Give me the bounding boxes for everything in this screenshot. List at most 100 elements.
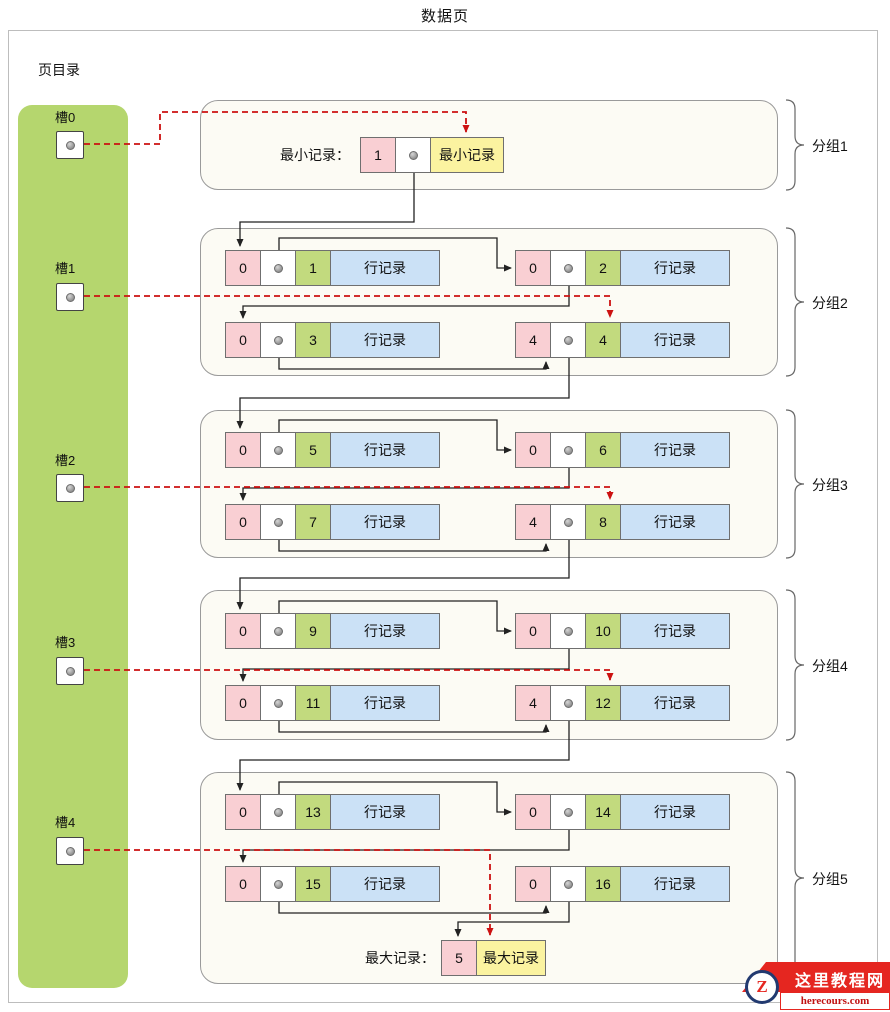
n-owned-cell: 0	[515, 432, 551, 468]
slot-2-box	[56, 474, 84, 502]
min-record-row: 1 最小记录	[360, 137, 504, 173]
group-5-label: 分组5	[812, 871, 848, 887]
n-owned-cell: 0	[225, 866, 261, 902]
body-cell: 行记录	[330, 685, 440, 721]
next-pointer-cell	[260, 794, 296, 830]
body-cell: 行记录	[620, 322, 730, 358]
pointer-dot-icon	[65, 846, 75, 856]
record-row: 0 7 行记录	[225, 504, 440, 540]
logo-badge-icon: Z	[745, 970, 779, 1004]
pointer-dot-icon	[273, 698, 283, 708]
pointer-dot-icon	[273, 335, 283, 345]
max-record-row: 5 最大记录	[441, 940, 546, 976]
pointer-dot-icon	[65, 666, 75, 676]
pointer-dot-icon	[563, 445, 573, 455]
pointer-dot-icon	[273, 263, 283, 273]
key-cell: 13	[295, 794, 331, 830]
n-owned-cell: 0	[225, 322, 261, 358]
group-1-label: 分组1	[812, 138, 848, 154]
body-cell: 行记录	[330, 250, 440, 286]
key-cell: 11	[295, 685, 331, 721]
record-row: 0 2 行记录	[515, 250, 730, 286]
record-row: 0 10 行记录	[515, 613, 730, 649]
body-cell: 行记录	[330, 866, 440, 902]
record-row: 0 1 行记录	[225, 250, 440, 286]
logo-title: 这里教程网	[794, 973, 885, 990]
body-cell: 行记录	[620, 504, 730, 540]
n-owned-cell: 0	[225, 432, 261, 468]
next-pointer-cell	[550, 250, 586, 286]
slot-0-label: 槽0	[55, 110, 76, 125]
slot-1-box	[56, 283, 84, 311]
body-cell: 行记录	[620, 685, 730, 721]
pointer-dot-icon	[273, 517, 283, 527]
max-record-value-cell: 5	[441, 940, 477, 976]
slot-3-box	[56, 657, 84, 685]
group-2-label: 分组2	[812, 295, 848, 311]
record-row: 4 12 行记录	[515, 685, 730, 721]
logo-domain: herecours.com	[780, 992, 890, 1010]
group-4-label: 分组4	[812, 658, 848, 674]
slot-4-box	[56, 837, 84, 865]
next-pointer-cell	[550, 866, 586, 902]
key-cell: 9	[295, 613, 331, 649]
n-owned-cell: 4	[515, 504, 551, 540]
n-owned-cell: 0	[515, 866, 551, 902]
key-cell: 3	[295, 322, 331, 358]
body-cell: 行记录	[330, 432, 440, 468]
n-owned-cell: 0	[515, 613, 551, 649]
site-logo: 这里教程网 herecours.com Z	[736, 962, 890, 1012]
pointer-dot-icon	[563, 335, 573, 345]
next-pointer-cell	[550, 322, 586, 358]
pointer-dot-icon	[65, 140, 75, 150]
pointer-dot-icon	[273, 445, 283, 455]
slot-0-box	[56, 131, 84, 159]
key-cell: 10	[585, 613, 621, 649]
key-cell: 12	[585, 685, 621, 721]
next-pointer-cell	[260, 685, 296, 721]
next-pointer-cell	[550, 613, 586, 649]
next-pointer-cell	[260, 250, 296, 286]
record-row: 0 5 行记录	[225, 432, 440, 468]
pointer-dot-icon	[273, 626, 283, 636]
record-row: 0 11 行记录	[225, 685, 440, 721]
key-cell: 7	[295, 504, 331, 540]
data-page-frame	[8, 30, 878, 1003]
n-owned-cell: 0	[225, 685, 261, 721]
pointer-dot-icon	[563, 879, 573, 889]
n-owned-cell: 0	[225, 250, 261, 286]
key-cell: 15	[295, 866, 331, 902]
max-record-tag-cell: 最大记录	[476, 940, 546, 976]
body-cell: 行记录	[620, 250, 730, 286]
min-record-value-cell: 1	[360, 137, 396, 173]
next-pointer-cell	[260, 504, 296, 540]
pointer-dot-icon	[563, 807, 573, 817]
record-row: 0 9 行记录	[225, 613, 440, 649]
pointer-dot-icon	[273, 879, 283, 889]
next-pointer-cell	[260, 613, 296, 649]
body-cell: 行记录	[620, 432, 730, 468]
next-pointer-cell	[260, 866, 296, 902]
next-pointer-cell	[260, 322, 296, 358]
slot-4-label: 槽4	[55, 815, 76, 830]
pointer-dot-icon	[563, 517, 573, 527]
body-cell: 行记录	[620, 613, 730, 649]
next-pointer-cell	[550, 685, 586, 721]
next-pointer-cell	[550, 432, 586, 468]
pointer-dot-icon	[563, 626, 573, 636]
min-record-tag-cell: 最小记录	[430, 137, 504, 173]
slot-2-label: 槽2	[55, 453, 76, 468]
next-pointer-cell	[550, 794, 586, 830]
body-cell: 行记录	[330, 794, 440, 830]
body-cell: 行记录	[620, 866, 730, 902]
n-owned-cell: 0	[515, 794, 551, 830]
min-record-label: 最小记录：	[280, 147, 350, 163]
pointer-dot-icon	[65, 483, 75, 493]
n-owned-cell: 0	[225, 504, 261, 540]
record-row: 0 13 行记录	[225, 794, 440, 830]
slot-3-label: 槽3	[55, 635, 76, 650]
next-pointer-cell	[550, 504, 586, 540]
pointer-dot-icon	[408, 150, 418, 160]
n-owned-cell: 4	[515, 685, 551, 721]
